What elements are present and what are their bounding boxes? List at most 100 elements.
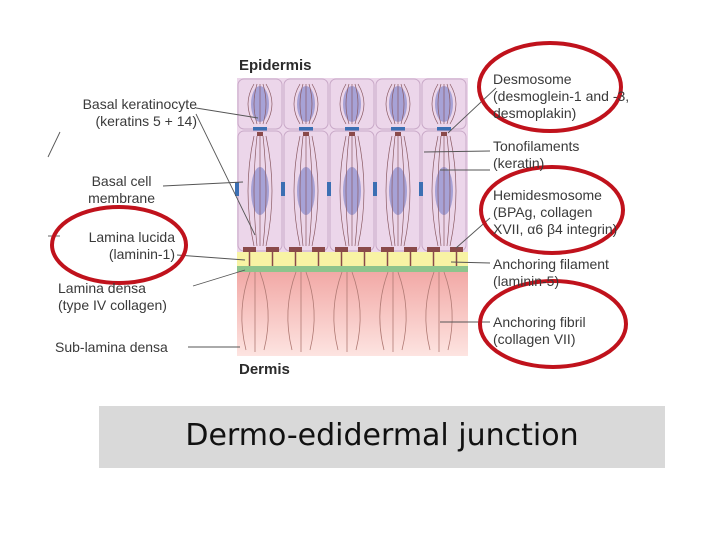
sub-lamina-densa-label: Sub-lamina densa xyxy=(55,339,168,355)
anchoring-fibril xyxy=(443,271,453,351)
lamina-lucida-highlight xyxy=(50,205,188,285)
anchoring-fibril xyxy=(379,271,389,351)
hemidesmosome-plaque xyxy=(450,247,463,252)
desmosome-plaque xyxy=(345,127,359,132)
tonofilament-strand xyxy=(437,83,442,125)
tonofilament-strand xyxy=(247,83,255,125)
tonofilament-strand xyxy=(308,83,313,125)
desmosome-plaque xyxy=(235,182,239,196)
hemidesmosome-label: Hemidesmosome (BPAg, collagen XVII, α6 β… xyxy=(493,187,618,237)
tonofilament-strand xyxy=(345,135,350,247)
hemidesmosome-plaque xyxy=(243,247,256,252)
dermo-epidermal-junction-diagram xyxy=(47,41,628,369)
tonofilament-strand xyxy=(308,135,313,247)
leader-lines xyxy=(47,87,497,348)
anchoring-fibril xyxy=(425,271,435,351)
tonofilament-strand xyxy=(339,135,347,247)
tonofilament-strand xyxy=(449,135,457,247)
desmosome-plaque xyxy=(281,182,285,196)
tonofilament-strand xyxy=(311,83,319,125)
tonofilament-strand xyxy=(265,135,273,247)
tonofilament-strand xyxy=(391,83,396,125)
basal-keratinocyte-label: Basal keratinocyte (keratins 5 + 14) xyxy=(82,96,197,129)
desmosome-plaque xyxy=(257,132,263,136)
epidermis-heading: Epidermis xyxy=(239,57,312,74)
tonofilament-strand xyxy=(357,135,365,247)
anchoring-fibril xyxy=(333,271,343,351)
tonofilament-strand xyxy=(446,83,451,125)
hemidesmosome-plaque xyxy=(427,247,440,252)
tonofilament-strand xyxy=(345,83,350,125)
anchoring-fibrils xyxy=(241,271,453,352)
tonofilament-strand xyxy=(339,83,347,125)
dermis-heading: Dermis xyxy=(239,361,290,378)
desmosome-label: Desmosome (desmoglein-1 and -3, desmopla… xyxy=(493,71,630,121)
desmosome-plaque xyxy=(299,127,313,132)
tonofilament-strand xyxy=(311,135,319,247)
caption-box: Dermo-edidermal junction xyxy=(99,406,665,468)
basal-keratinocyte-cells xyxy=(235,78,467,252)
tonofilament-strand xyxy=(385,83,393,125)
tonofilament-strand xyxy=(299,83,304,125)
tonofilament-strand xyxy=(354,135,359,247)
tonofilament-strand xyxy=(403,83,411,125)
hemidesmosome-plaque xyxy=(312,247,325,252)
hemidesmosome-highlight xyxy=(479,165,625,255)
desmosome-plaque xyxy=(441,132,447,136)
desmosome-plaque xyxy=(349,132,355,136)
hemidesmosome-plaque xyxy=(381,247,394,252)
tonofilament-strand xyxy=(265,83,273,125)
desmosome-plaque xyxy=(437,127,451,132)
anchoring-fibril xyxy=(241,271,251,351)
desmosome-plaque xyxy=(327,182,331,196)
anchoring-fibril-label: Anchoring fibril (collagen VII) xyxy=(493,314,586,347)
slide-caption: Dermo-edidermal junction xyxy=(185,418,579,453)
desmosome-plaque xyxy=(373,182,377,196)
tonofilaments-label: Tonofilaments (keratin) xyxy=(493,138,580,171)
tonofilament-strand xyxy=(403,135,411,247)
tonofilament-strand xyxy=(446,135,451,247)
tonofilament-strand xyxy=(354,83,359,125)
hemidesmosome-plaque xyxy=(358,247,371,252)
tonofilament-strand xyxy=(253,135,258,247)
desmosome-plaque xyxy=(395,132,401,136)
tonofilament-strand xyxy=(431,135,439,247)
basal-cell-membrane-label: Basal cell membrane xyxy=(88,173,155,206)
tonofilament-strand xyxy=(391,135,396,247)
anchoring-fibril xyxy=(397,271,407,351)
tonofilament-strand xyxy=(431,83,439,125)
anchoring-filament-label: Anchoring filament (laminin-5) xyxy=(493,256,609,289)
tonofilament-strand xyxy=(400,135,405,247)
hemidesmosome-plaque xyxy=(266,247,279,252)
hemidesmosome-plaque xyxy=(335,247,348,252)
anchoring-fibril xyxy=(351,271,361,351)
desmosome-plaque xyxy=(253,127,267,132)
tonofilament-strand xyxy=(293,83,301,125)
tonofilament-strand xyxy=(449,83,457,125)
anchoring-fibril xyxy=(287,271,297,351)
hemidesmosome-plaque xyxy=(404,247,417,252)
desmosome-highlight xyxy=(477,41,623,133)
hemidesmosome-plaque xyxy=(289,247,302,252)
tonofilament-strand xyxy=(299,135,304,247)
lamina-densa-layer xyxy=(237,266,468,272)
desmosome-plaque xyxy=(391,127,405,132)
tonofilament-strand xyxy=(262,83,267,125)
anchoring-fibril xyxy=(305,271,315,351)
hemidesmosomes xyxy=(243,247,463,266)
anchoring-fibril xyxy=(259,271,269,351)
tonofilament-strand xyxy=(357,83,365,125)
tonofilament-strand xyxy=(385,135,393,247)
dermis-layer xyxy=(237,272,468,356)
tonofilament-strand xyxy=(437,135,442,247)
tonofilament-strand xyxy=(247,135,255,247)
lamina-lucida-label: Lamina lucida (laminin-1) xyxy=(88,229,175,262)
desmosome-plaque xyxy=(419,182,423,196)
tonofilament-strand xyxy=(400,83,405,125)
lamina-densa-label: Lamina densa (type IV collagen) xyxy=(58,280,167,313)
tonofilament-strand xyxy=(293,135,301,247)
anchoring-fibril-highlight xyxy=(478,279,628,369)
desmosome-plaque xyxy=(303,132,309,136)
tonofilament-strand xyxy=(253,83,258,125)
tonofilament-strand xyxy=(262,135,267,247)
